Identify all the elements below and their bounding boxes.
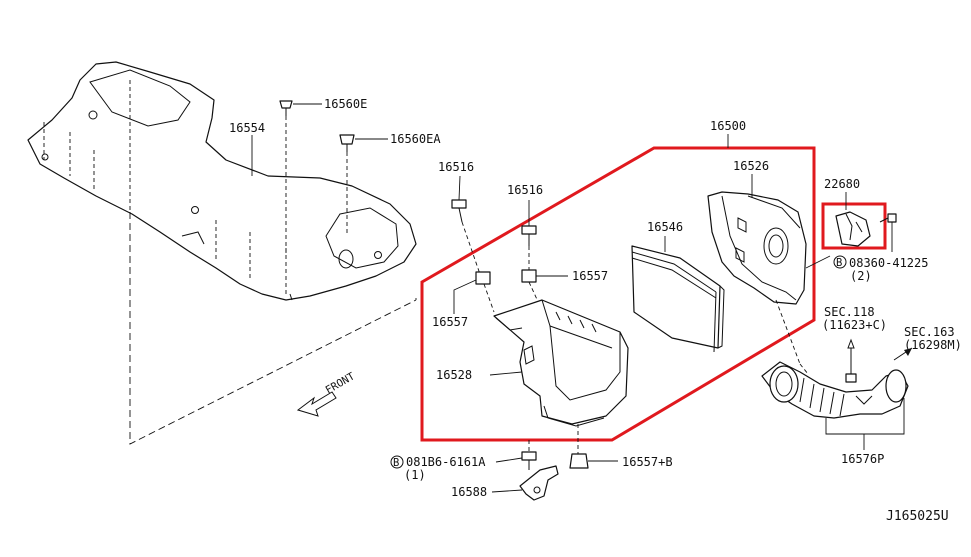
- label-16516-right: 16516: [507, 183, 543, 197]
- air-duct-16576P: [761, 361, 909, 419]
- label-16576P: 16576P: [841, 452, 884, 466]
- under-cover-16554: [27, 61, 417, 301]
- clip-16560E: [279, 100, 322, 256]
- label-16557B: 16557+B: [622, 455, 673, 469]
- label-sec163-ref: (16298M): [904, 338, 962, 352]
- highlight-assembly-16500: [420, 146, 816, 442]
- label-16560E: 16560E: [324, 97, 367, 111]
- diagram-code: J165025U: [886, 509, 949, 524]
- label-22680: 22680: [824, 177, 860, 191]
- screw-08360: [879, 213, 897, 252]
- label-16557-right: 16557: [572, 269, 608, 283]
- highlight-sensor-22680: [821, 202, 887, 250]
- label-16560EA: 16560EA: [390, 132, 441, 146]
- arrow-sec163-icon: [893, 347, 913, 361]
- bolt-16516-left: [451, 175, 483, 281]
- grommet-16557B: [569, 453, 618, 469]
- svg-text:B: B: [393, 457, 399, 469]
- bolt-16516-right: [521, 200, 537, 272]
- upper-case-16526: [707, 191, 831, 365]
- lower-case-16528: [493, 299, 629, 454]
- label-16516-left: 16516: [438, 160, 474, 174]
- label-08360-qty: (2): [850, 269, 872, 283]
- bolt-081B6: [495, 440, 537, 470]
- label-081B6-6161A: 081B6-6161A: [406, 455, 486, 469]
- label-08360-41225: 08360-41225: [849, 256, 928, 270]
- label-16557-left: 16557: [432, 315, 468, 329]
- label-16528: 16528: [436, 368, 472, 382]
- label-081B6-qty: (1): [404, 468, 426, 482]
- label-16526: 16526: [733, 159, 769, 173]
- svg-text:B: B: [836, 257, 842, 269]
- arrow-sec118-icon: [845, 338, 857, 383]
- front-arrow-icon: [296, 391, 337, 417]
- filter-element-16546: [631, 245, 725, 353]
- bracket-16588: [519, 465, 559, 501]
- bolt-symbol-081B6-icon: B: [390, 455, 404, 469]
- front-label: FRONT: [324, 370, 358, 397]
- label-sec118: SEC.118: [824, 305, 875, 319]
- clip-16560EA: [339, 134, 388, 236]
- label-16588: 16588: [451, 485, 487, 499]
- bolt-symbol-08360-icon: B: [833, 255, 847, 269]
- label-sec163: SEC.163: [904, 325, 955, 339]
- air-flow-sensor-22680: [835, 211, 871, 247]
- label-16546: 16546: [647, 220, 683, 234]
- label-16500: 16500: [710, 119, 746, 133]
- label-sec118-ref: (11623+C): [822, 318, 887, 332]
- label-16554: 16554: [229, 121, 265, 135]
- grommet-16557-left: [453, 271, 495, 314]
